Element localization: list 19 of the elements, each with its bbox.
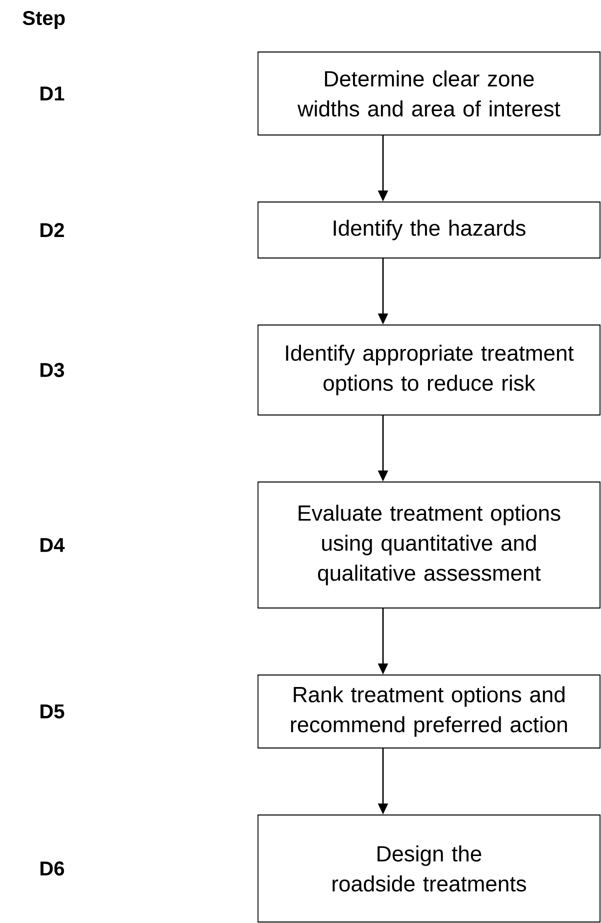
process-box — [258, 324, 600, 416]
box-text: Rank treatment options and recommend preferred action — [291, 686, 567, 737]
process-box — [258, 482, 600, 608]
step-label: D3 — [40, 362, 64, 378]
step-label: D6 — [40, 861, 64, 876]
box-text: Design the roadside treatments — [332, 845, 526, 892]
step-label: D5 — [40, 704, 64, 718]
process-box — [258, 674, 600, 748]
box-text: Evaluate treatment options using quantitative and qualitative assessment — [298, 504, 560, 586]
step-label: D1 — [40, 86, 64, 100]
process-box — [258, 52, 600, 136]
step-label: D4 — [40, 538, 65, 552]
column-heading: Step — [22, 10, 65, 30]
box-text: Determine clear zone widths and area of interest — [298, 70, 560, 117]
box-text: Identify the hazards — [334, 220, 526, 240]
process-box — [258, 202, 600, 258]
step-label: D2 — [40, 223, 64, 237]
box-text: Identify appropriate treatment options to reduce risk — [286, 344, 574, 396]
process-box — [258, 814, 600, 922]
